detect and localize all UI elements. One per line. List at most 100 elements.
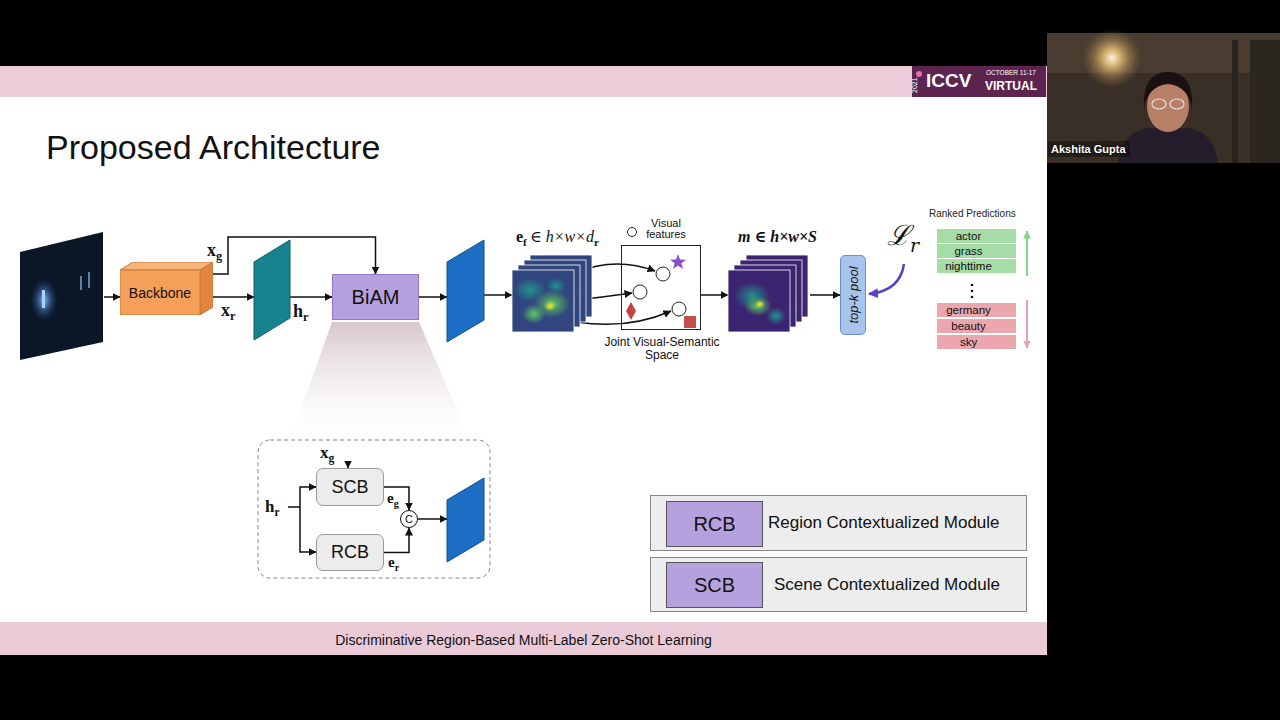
label-text: x [320, 443, 329, 462]
label-text: m ∈ h×w×S [738, 228, 817, 245]
node-text: Visual features [636, 218, 696, 240]
label-text: r [594, 236, 599, 248]
node-text: beauty [951, 319, 986, 333]
webcam-image [1047, 28, 1280, 163]
label: ef∈ h×w×dr [516, 229, 599, 248]
prediction-box: actor [937, 229, 1016, 243]
embedding-symbols [656, 267, 670, 281]
webcam-image [1118, 128, 1218, 163]
webcam-image [1048, 141, 1130, 157]
feature-maps [728, 270, 790, 332]
label-text: g [216, 249, 222, 263]
label: ℒr [887, 222, 919, 255]
prediction-box: grass [937, 244, 1016, 258]
embedding-symbols [626, 228, 696, 329]
node-text: Backbone [120, 270, 200, 315]
prediction-box: nighttime [937, 259, 1016, 273]
webcam-image [1152, 99, 1166, 109]
feature-maps [512, 255, 808, 332]
label: ICCV [926, 71, 971, 90]
flow-arrow [419, 296, 447, 298]
label-text: r [274, 506, 279, 519]
label-text: r [910, 234, 919, 256]
connector [384, 528, 409, 553]
loss-arrow [869, 264, 904, 294]
flow-arrow [290, 296, 332, 298]
label-text: VIRTUAL [985, 79, 1037, 93]
input-image [20, 232, 103, 360]
label: xr [221, 301, 235, 323]
slide-caption: Discriminative Region-Based Multi-Label … [0, 632, 1047, 648]
feature-layer [447, 240, 484, 342]
webcam-image [1232, 40, 1238, 163]
zoom-inset [258, 440, 490, 578]
label-text: 2021 [911, 77, 918, 93]
node-text: sky [960, 335, 977, 349]
label-text: g [329, 452, 335, 465]
webcam-image [1047, 33, 1280, 73]
slide-ground [0, 66, 1047, 97]
slide-ground [0, 66, 1047, 655]
input-image [80, 276, 82, 290]
loss-arrow [869, 264, 904, 294]
label-text: ℒ [887, 219, 910, 252]
flow-arrow [300, 507, 316, 552]
embedding-symbols [633, 285, 647, 299]
legend-box: SCB [666, 562, 763, 608]
flow-arrow [347, 461, 349, 468]
webcam-image [1047, 33, 1280, 163]
flow-arrow [213, 296, 254, 298]
label: xg [320, 444, 334, 465]
embedding-symbols [626, 302, 636, 320]
label-text: x [207, 240, 216, 260]
label: er [388, 555, 399, 573]
node-text: actor [956, 229, 982, 243]
backbone-shape [120, 270, 200, 315]
flow-arrow [288, 487, 316, 507]
block-box: SCB [316, 468, 384, 506]
slide-ground [912, 66, 1046, 97]
flow-arrow [810, 294, 840, 296]
label-text: e [387, 490, 394, 506]
node-text: C [405, 513, 413, 525]
label-text: r [303, 310, 308, 324]
backbone-shape [200, 262, 213, 315]
node-text: germany [946, 303, 991, 317]
prediction-box: sky [937, 335, 1016, 349]
webcam-image [1082, 28, 1142, 88]
label: hr [265, 498, 280, 519]
legend-row: Region Contextualized ModuleRCB [650, 495, 1027, 551]
embedding-symbols [628, 228, 637, 237]
label: m ∈ h×w×S [738, 229, 817, 245]
node-text: SCB [331, 477, 368, 498]
zoom-inset [258, 322, 490, 578]
label: Akshita Gupta [1051, 144, 1126, 155]
connector [213, 237, 376, 274]
node-text: nighttime [945, 259, 992, 273]
node-text: grass [954, 244, 982, 258]
slide-title: Proposed Architecture [46, 128, 381, 167]
prediction-symbols [971, 284, 974, 287]
embedding-symbols [684, 316, 696, 328]
label: hr [293, 302, 308, 324]
prediction-box: germany [937, 303, 1016, 317]
webcam-image [1250, 40, 1280, 163]
label-text: r [395, 562, 400, 573]
label-text: ∈ h×w×d [530, 228, 594, 245]
flow-arrow [418, 518, 447, 520]
embedding-symbols [672, 302, 686, 316]
feature-maps [512, 270, 574, 332]
zoom-inset [447, 478, 484, 562]
flow-arrow [701, 294, 728, 296]
label-text: g [394, 498, 399, 509]
connector [384, 487, 409, 510]
slide-ground [916, 71, 922, 77]
legend-box: RCB [666, 501, 763, 547]
legend-row: Scene Contextualized ModuleSCB [650, 557, 1027, 612]
backbone-shape [120, 262, 213, 270]
label-text: e [388, 554, 395, 570]
input-image [20, 232, 103, 360]
node-text: Scene Contextualized Module [774, 558, 1000, 611]
